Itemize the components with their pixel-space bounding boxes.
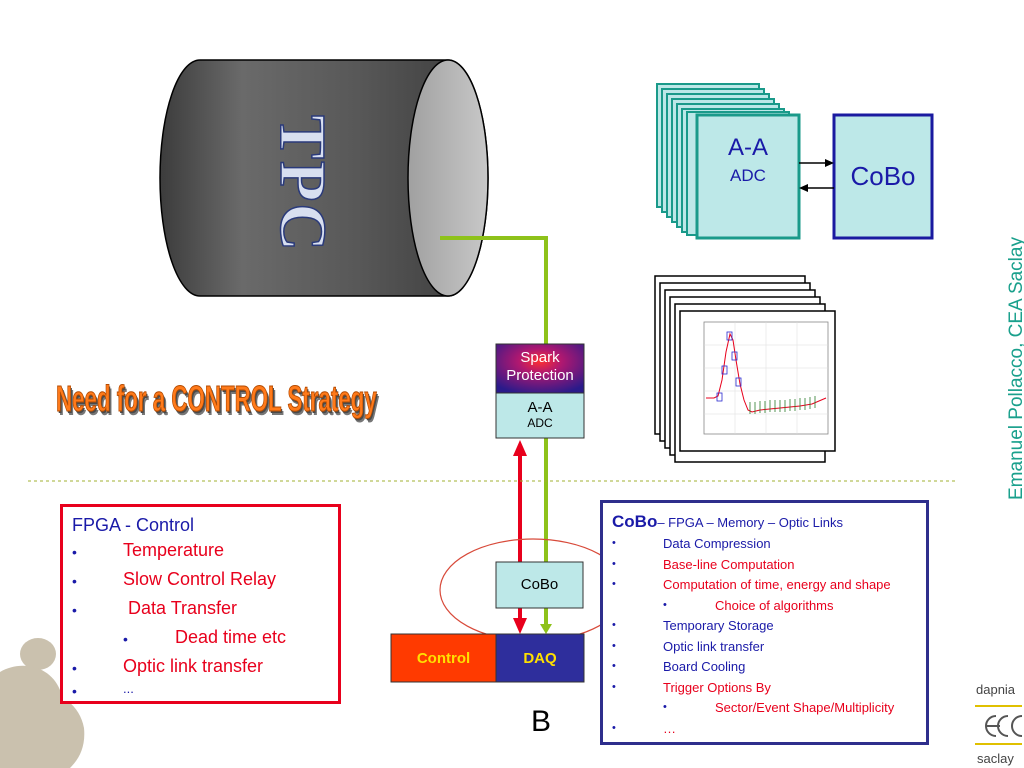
control-arrowhead-up (513, 440, 527, 456)
cea-logo-text: cea (978, 712, 980, 713)
spark-line1: Spark (520, 349, 560, 366)
cobo-mid-label: CoBo (520, 576, 559, 593)
tpc-label-text: TPC (265, 114, 340, 254)
strategy-title: Need for a CONTROL Strategy (56, 378, 377, 420)
list-item-text: Board Cooling (663, 659, 746, 674)
list-item-text: Sector/Event Shape/Multiplicity (715, 700, 895, 715)
bullet-icon: • (612, 537, 616, 549)
bullet-icon: • (663, 701, 667, 713)
cea-logo-icon (975, 705, 1023, 745)
cobo-top-label: CoBo (850, 161, 916, 191)
thinker-statue-image (0, 638, 85, 768)
aa-adc-top-label: A-A ADC (697, 134, 799, 186)
waveform-plot-stack (654, 275, 836, 463)
daq-label: DAQ (523, 650, 557, 667)
bullet-icon: • (663, 598, 667, 611)
list-item-text: Base-line Computation (663, 556, 795, 572)
cobo-panel-subtitle: – FPGA – Memory – Optic Links (657, 515, 844, 530)
tpc-signal-line (440, 236, 548, 344)
cobo-features-panel: CoBo– FPGA – Memory – Optic Links • Data … (600, 500, 929, 745)
fpga-control-panel: FPGA - Control •Temperature •Slow Contro… (60, 504, 341, 704)
aa-adc-mid-box (495, 392, 585, 439)
dapnia-logo-text: dapnia (976, 682, 1016, 697)
list-item-text: Temporary Storage (663, 618, 774, 633)
control-label: Control (416, 650, 471, 667)
list-item-text: Data Transfer (123, 598, 238, 618)
saclay-logo-text: saclay (977, 751, 1014, 766)
aa-adc-top-line1: A-A (727, 134, 768, 161)
spark-protection-box (495, 343, 585, 394)
adc-to-cobo-arrowhead (825, 159, 834, 167)
cobo-panel-title: CoBo (612, 512, 658, 531)
aa-adc-top-line2: ADC (730, 166, 766, 185)
list-item-text: … (663, 720, 676, 736)
list-item-text: Optic link transfer (123, 656, 264, 676)
fpga-panel-title: FPGA - Control (72, 515, 195, 535)
list-item-text: Choice of algorithms (715, 597, 834, 613)
bullet-icon: • (612, 680, 616, 693)
bullet-icon: • (612, 660, 616, 672)
bullet-icon: • (612, 619, 616, 631)
aa-adc-mid-line2: ADC (527, 416, 553, 430)
aa-adc-mid-line1: A-A (527, 399, 553, 416)
daq-block (495, 633, 585, 683)
cobo-mid-box (495, 561, 584, 609)
bullet-icon: • (612, 639, 616, 652)
spark-protection-label: Spark Protection (496, 349, 584, 385)
list-item-text: Trigger Options By (663, 679, 771, 695)
list-item-text: Dead time etc (175, 627, 287, 647)
list-item-text: ... (123, 681, 134, 696)
list-item-text: Slow Control Relay (123, 569, 277, 589)
spark-line2: Protection (506, 367, 574, 384)
slide-letter: B (531, 705, 552, 738)
bullet-icon: • (612, 578, 616, 590)
cobo-to-adc-arrowhead (799, 184, 808, 192)
bullet-icon: • (612, 557, 616, 570)
list-item-text: Data Compression (663, 536, 771, 551)
bullet-icon: • (612, 721, 616, 734)
aa-adc-mid-label: A-A ADC (496, 399, 584, 430)
list-item-text: Temperature (123, 540, 225, 560)
tpc-label: TPC (252, 96, 352, 256)
control-arrowhead-down (513, 618, 527, 634)
cobo-panel-header: CoBo– FPGA – Memory – Optic Links (612, 512, 843, 532)
cobo-top-box (832, 113, 934, 240)
list-item-text: Computation of time, energy and shape (663, 577, 891, 592)
adc-board-stack (656, 83, 801, 240)
cobo-daq-arrowhead (540, 624, 552, 634)
list-item-text: Optic link transfer (663, 638, 765, 654)
author-credit: Emanuel Pollacco, CEA Saclay (1006, 237, 1024, 500)
